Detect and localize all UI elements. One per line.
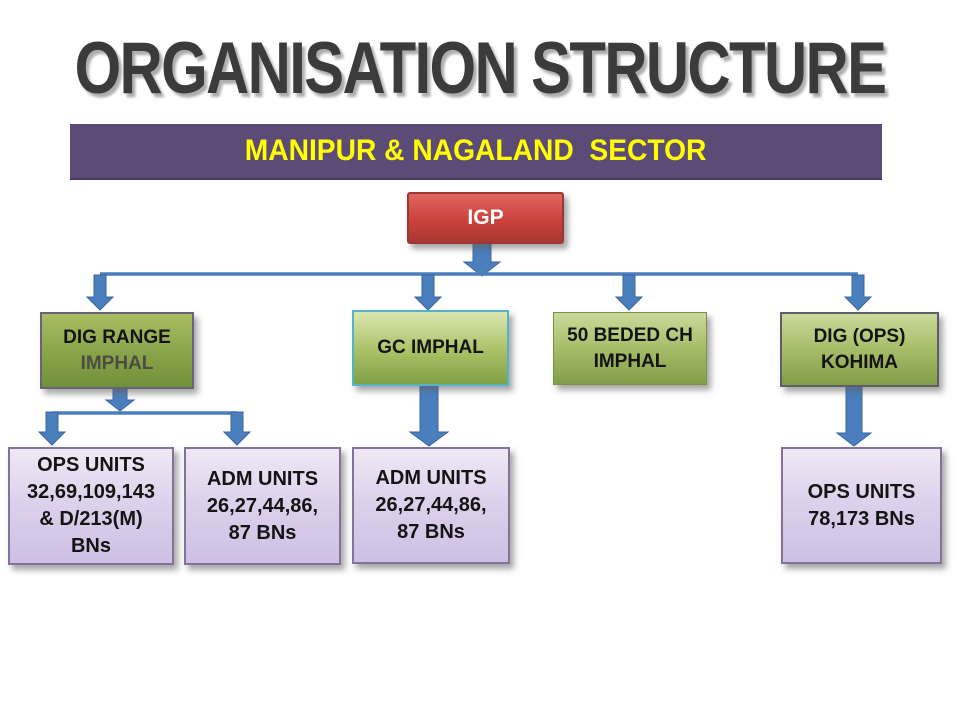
node-label-line: KOHIMA: [820, 351, 899, 373]
arrow-to-dig-ops: [843, 274, 873, 311]
page-title: ORGANISATION STRUCTURE: [74, 27, 887, 109]
sector-banner-label: MANIPUR & NAGALAND SECTOR: [245, 134, 707, 167]
node-ops-units-kohima: OPS UNITS 78,173 BNs: [781, 447, 942, 564]
node-label-line: OPS UNITS: [807, 480, 916, 503]
node-label-line: 87 BNs: [228, 521, 297, 544]
node-label-line: 26,27,44,86,: [206, 494, 319, 517]
arrow-to-adm-units-range: [222, 411, 252, 446]
node-label-line: BNs: [70, 535, 111, 557]
node-label-line: 78,173 BNs: [808, 507, 915, 530]
node-adm-units-gc: ADM UNITS 26,27,44,86, 87 BNs: [352, 447, 510, 564]
node-label-line: DIG (OPS): [813, 325, 906, 347]
arrow-digops-to-ops-units: [835, 381, 873, 447]
arrow-to-dig-range: [85, 274, 115, 311]
node-igp: IGP: [407, 192, 564, 244]
arrow-to-ops-units-imphal: [37, 411, 67, 446]
node-igp-label: IGP: [467, 206, 504, 229]
node-dig-ops-kohima: DIG (OPS) KOHIMA: [780, 312, 939, 387]
node-label-line: IMPHAL: [80, 352, 154, 374]
node-adm-units-range: ADM UNITS 26,27,44,86, 87 BNs: [184, 447, 341, 565]
node-label-line: 32,69,109,143: [27, 481, 155, 503]
node-label-line: ADM UNITS: [206, 467, 319, 490]
node-label-line: GC IMPHAL: [377, 337, 484, 358]
node-label-line: OPS UNITS: [37, 454, 145, 476]
arrow-gc-to-adm-units: [408, 380, 450, 447]
node-ops-units-imphal: OPS UNITS 32,69,109,143 & D/213(M) BNs: [8, 447, 174, 565]
node-label-line: & D/213(M): [39, 508, 143, 530]
node-label-line: 87 BNs: [397, 521, 465, 543]
node-label-line: DIG RANGE: [63, 326, 171, 348]
node-50-beded-ch-imphal: 50 BEDED CH IMPHAL: [553, 312, 707, 385]
node-label-line: IMPHAL: [593, 350, 667, 372]
sector-banner: MANIPUR & NAGALAND SECTOR: [70, 124, 882, 180]
node-label-line: ADM UNITS: [375, 467, 487, 489]
node-label-line: 50 BEDED CH: [567, 324, 693, 346]
arrow-igp-down: [462, 238, 502, 277]
arrow-to-gc-imphal: [413, 274, 443, 311]
node-gc-imphal: GC IMPHAL: [352, 310, 509, 386]
node-label-line: 26,27,44,86,: [375, 494, 487, 516]
arrow-to-hospital: [614, 274, 644, 311]
node-dig-range-imphal: DIG RANGE IMPHAL: [40, 312, 194, 389]
